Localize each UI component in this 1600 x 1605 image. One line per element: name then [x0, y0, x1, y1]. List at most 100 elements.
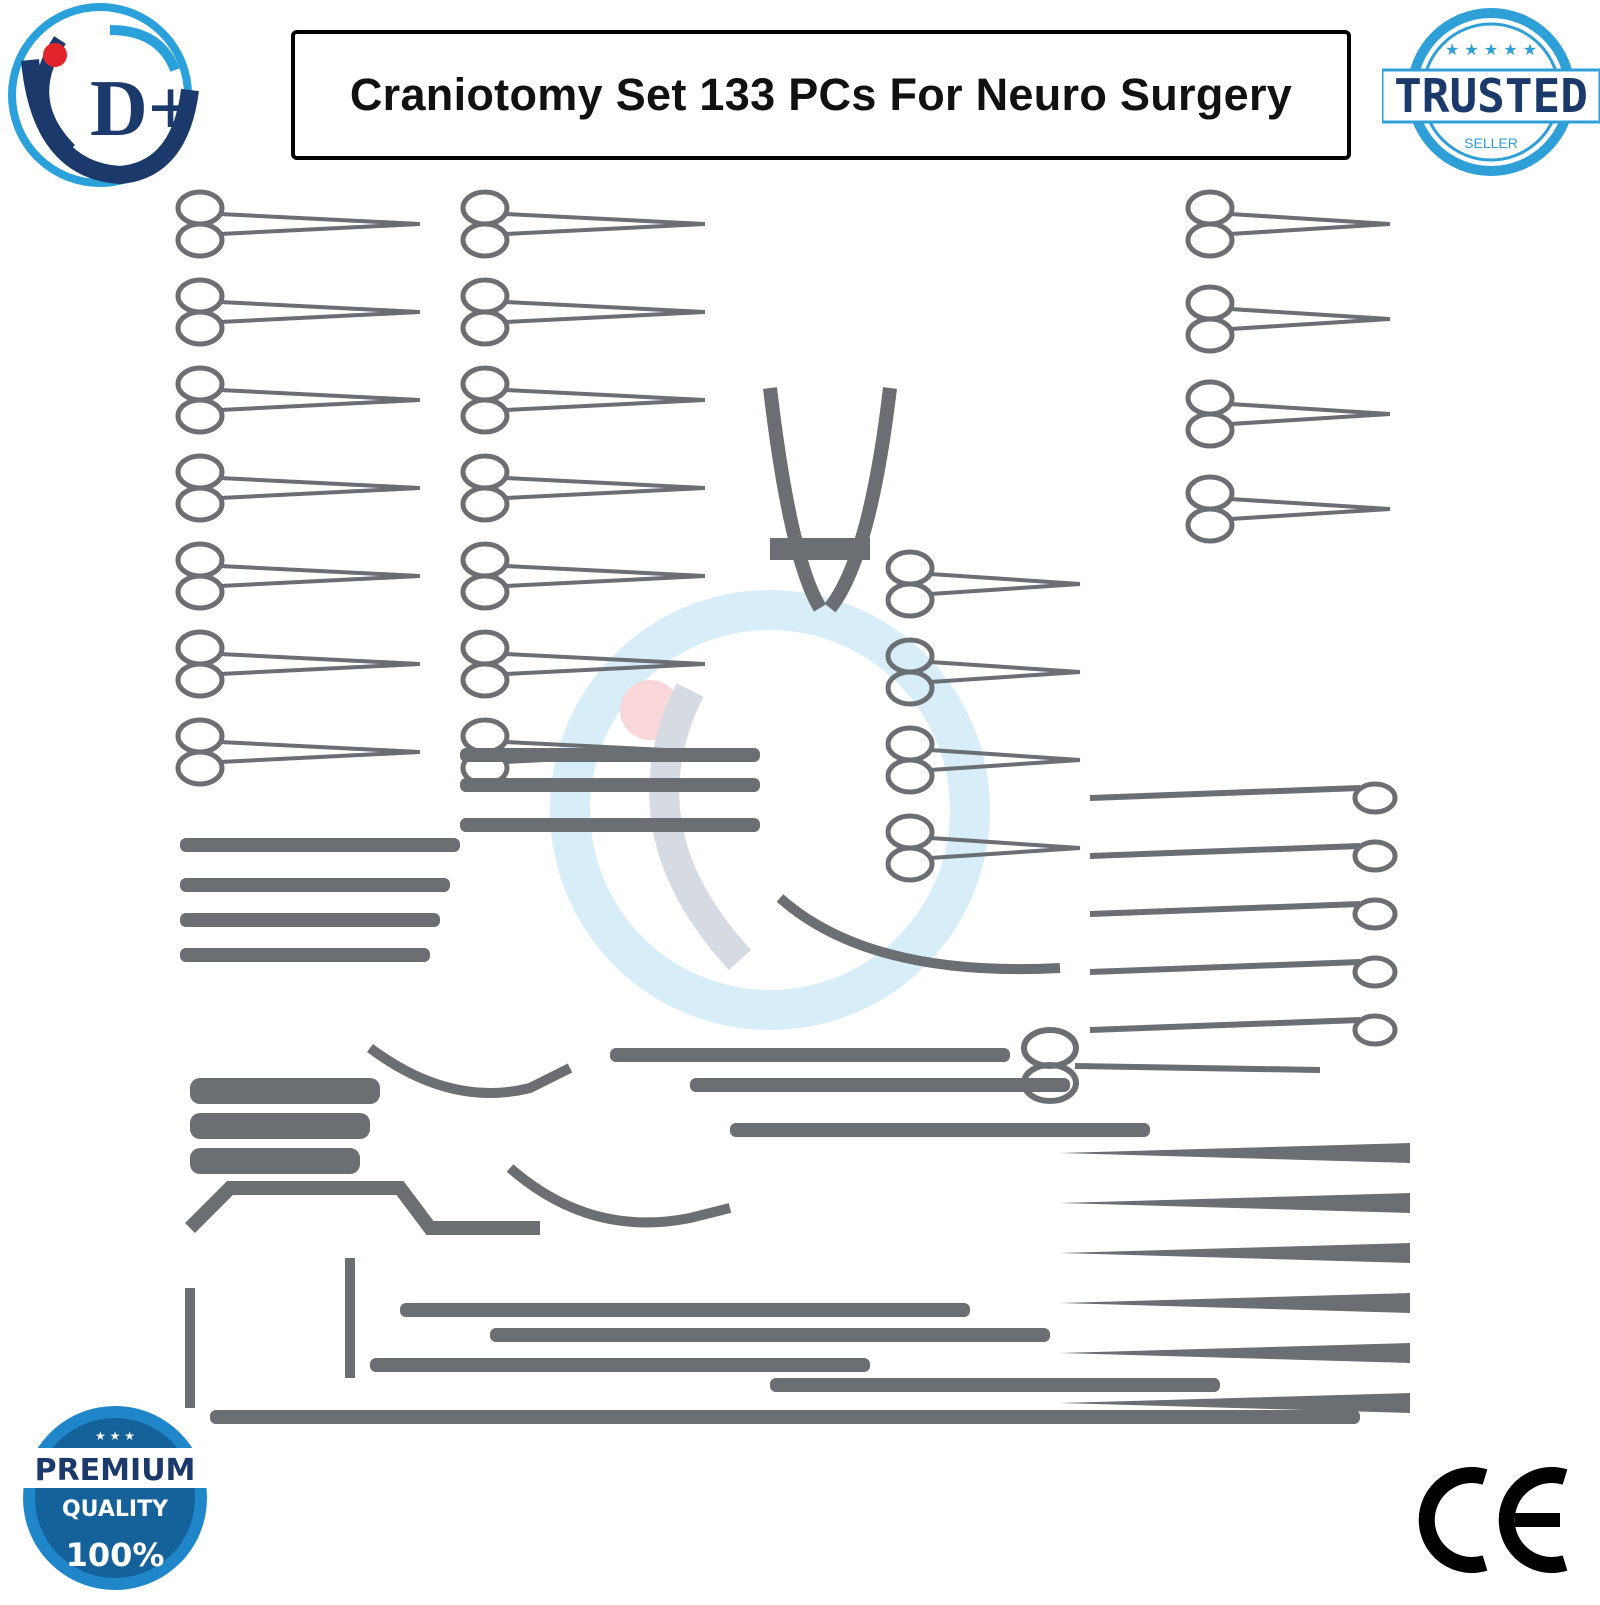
- forceps-shaft: [219, 388, 421, 402]
- forceps-shaft: [219, 212, 421, 226]
- forceps-shaft: [1229, 307, 1391, 321]
- forceps-shaft: [504, 574, 706, 588]
- retractor: [763, 387, 897, 613]
- forceps-ring: [885, 757, 935, 795]
- forceps-shaft: [504, 300, 706, 314]
- forceps-ring: [885, 725, 935, 763]
- forceps-shaft: [929, 572, 1081, 586]
- premium-quality-badge: ★ ★ ★ PREMIUM QUALITY ★ 100% ★: [0, 1398, 230, 1600]
- forceps-ring: [460, 453, 510, 491]
- forceps-shaft: [929, 748, 1081, 762]
- forceps-shaft: [219, 310, 421, 324]
- forceps-ring: [175, 277, 225, 315]
- brand-logo-icon: D+: [8, 3, 199, 187]
- brand-logo: D+: [0, 0, 200, 190]
- forceps-ring: [1352, 897, 1398, 931]
- handle: [190, 1113, 370, 1139]
- scissors-ring: [1021, 1027, 1079, 1069]
- forceps-ring: [885, 669, 935, 707]
- svg-text:★: ★: [30, 1551, 44, 1570]
- trusted-seller-badge: ★ ★ ★ ★ ★ TRUSTED SELLER: [1380, 0, 1600, 190]
- elevator-rod: [400, 1303, 970, 1317]
- forceps-ring: [1185, 411, 1235, 449]
- tweezers: [1060, 1293, 1410, 1313]
- handle: [190, 1078, 380, 1104]
- forceps-shaft: [219, 398, 421, 412]
- tweezers: [1060, 1143, 1410, 1163]
- tweezers: [1060, 1393, 1410, 1413]
- svg-text:★: ★: [185, 1551, 199, 1570]
- forceps-shaft: [219, 564, 421, 578]
- rongeur: [506, 1164, 732, 1228]
- forceps-shaft: [1229, 412, 1391, 426]
- forceps-ring: [460, 277, 510, 315]
- premium-text: PREMIUM: [35, 1453, 196, 1488]
- forceps-ring: [175, 661, 225, 699]
- page-title: Craniotomy Set 133 PCs For Neuro Surgery: [349, 69, 1293, 120]
- forceps-shaft: [929, 758, 1081, 772]
- ce-mark: [1415, 1465, 1580, 1575]
- forceps-shaft: [929, 846, 1081, 860]
- forceps-ring: [1352, 839, 1398, 873]
- forceps-ring: [460, 573, 510, 611]
- forceps-ring: [175, 629, 225, 667]
- forceps-ring: [460, 397, 510, 435]
- long-forceps: [1089, 785, 1361, 801]
- elevator-rod: [730, 1123, 1150, 1137]
- svg-text:★ ★ ★: ★ ★ ★: [95, 1429, 135, 1443]
- elevator-rod: [690, 1078, 1070, 1092]
- forceps-ring: [885, 637, 935, 675]
- forceps-ring: [885, 845, 935, 883]
- rongeur: [367, 1043, 573, 1098]
- forceps-ring: [885, 813, 935, 851]
- forceps-ring: [1185, 189, 1235, 227]
- surgical-instruments-photo-icon: [175, 189, 1410, 1424]
- forceps-ring: [460, 629, 510, 667]
- forceps-shaft: [1229, 507, 1391, 521]
- forceps-ring: [175, 485, 225, 523]
- forceps-shaft: [219, 740, 421, 754]
- forceps-shaft: [1229, 402, 1391, 416]
- forceps-shaft: [1229, 222, 1391, 236]
- seller-text: SELLER: [1464, 135, 1518, 151]
- forceps-shaft: [219, 750, 421, 764]
- forceps-ring: [460, 365, 510, 403]
- hand-drill: [185, 1181, 540, 1235]
- forceps-ring: [175, 717, 225, 755]
- forceps-ring: [460, 717, 510, 755]
- elevator-rod: [460, 748, 760, 762]
- forceps-ring: [175, 309, 225, 347]
- forceps-shaft: [504, 486, 706, 500]
- elevator-rod: [180, 948, 430, 962]
- brand-logo-text: D+: [90, 65, 193, 153]
- forceps-ring: [1185, 284, 1235, 322]
- forceps-ring: [460, 221, 510, 259]
- forceps-ring: [175, 573, 225, 611]
- retractor-bar: [770, 538, 870, 560]
- elevator-rod: [490, 1328, 1050, 1342]
- long-forceps: [1089, 959, 1361, 975]
- forceps-ring: [1185, 379, 1235, 417]
- long-forceps: [1089, 901, 1361, 917]
- forceps-ring: [460, 485, 510, 523]
- forceps-shaft: [504, 222, 706, 236]
- premium-quality-badge-icon: ★ ★ ★ PREMIUM QUALITY ★ 100% ★: [5, 1406, 225, 1590]
- forceps-ring: [175, 749, 225, 787]
- forceps-ring: [175, 221, 225, 259]
- forceps-ring: [460, 309, 510, 347]
- forceps-shaft: [504, 388, 706, 402]
- forceps-ring: [460, 189, 510, 227]
- rongeur: [776, 894, 1061, 975]
- elevator-rod: [460, 778, 760, 792]
- tweezers: [1060, 1243, 1410, 1263]
- elevator-rod: [210, 1410, 1360, 1424]
- forceps-shaft: [219, 222, 421, 236]
- title-box: Craniotomy Set 133 PCs For Neuro Surgery: [291, 30, 1351, 160]
- long-forceps: [1089, 1017, 1361, 1033]
- scissors-ring: [1021, 1062, 1079, 1104]
- forceps-ring: [175, 453, 225, 491]
- tweezers: [1060, 1193, 1410, 1213]
- forceps-shaft: [219, 574, 421, 588]
- forceps-ring: [175, 541, 225, 579]
- forceps-ring: [1185, 316, 1235, 354]
